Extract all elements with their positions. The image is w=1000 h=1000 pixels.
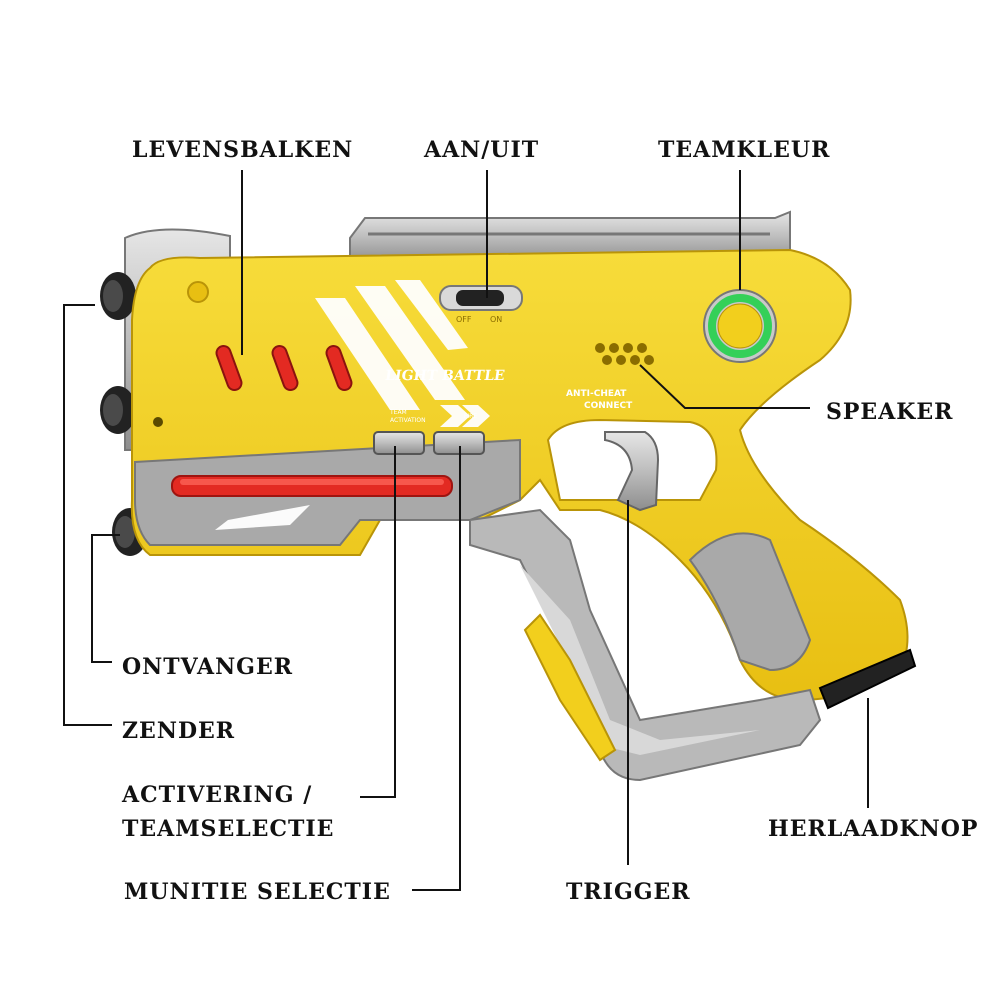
laser-tag-gun: OFF ON LIGHT BATTLE ANTI-CHEAT CONNECT T… <box>100 210 917 782</box>
team-color-indicator <box>703 289 777 363</box>
anti-cheat-text: ANTI-CHEAT <box>566 389 627 399</box>
fire-text: FIRE <box>464 413 477 420</box>
label-activering: ACTIVERING / <box>121 782 312 808</box>
activation-text: ACTIVATION <box>390 417 426 424</box>
label-teamselectie: TEAMSELECTIE <box>122 816 334 842</box>
front-grip-yellow <box>523 613 617 762</box>
screw <box>187 281 209 303</box>
label-herlaadknop: HERLAADKNOP <box>768 816 978 842</box>
life-bars <box>215 344 353 392</box>
speaker-grille <box>595 343 654 365</box>
team-text: TEAM <box>389 409 407 416</box>
brand-text: LIGHT BATTLE <box>384 368 506 384</box>
label-teamkleur: TEAMKLEUR <box>658 137 830 163</box>
label-trigger: TRIGGER <box>566 879 691 905</box>
label-levensbalken: LEVENSBALKEN <box>132 137 353 163</box>
label-zender: ZENDER <box>122 718 235 744</box>
label-speaker: SPEAKER <box>826 399 953 425</box>
label-munitie-selectie: MUNITIE SELECTIE <box>124 879 391 905</box>
switch-off-text: OFF <box>456 315 472 324</box>
handle-inset <box>688 532 812 672</box>
switch-on-text: ON <box>490 315 502 324</box>
chevron-decals <box>215 280 490 530</box>
activation-button[interactable] <box>373 431 425 455</box>
power-switch[interactable]: OFF ON <box>439 285 523 324</box>
trigger[interactable] <box>604 431 660 512</box>
reload-button[interactable] <box>818 648 917 710</box>
label-ontvanger: ONTVANGER <box>122 654 293 680</box>
connect-text: CONNECT <box>584 401 633 411</box>
callout-labels: LEVENSBALKEN AAN/UIT TEAMKLEUR SPEAKER O… <box>121 137 978 905</box>
label-aan-uit: AAN/UIT <box>423 137 539 163</box>
leader-lines <box>63 170 869 891</box>
